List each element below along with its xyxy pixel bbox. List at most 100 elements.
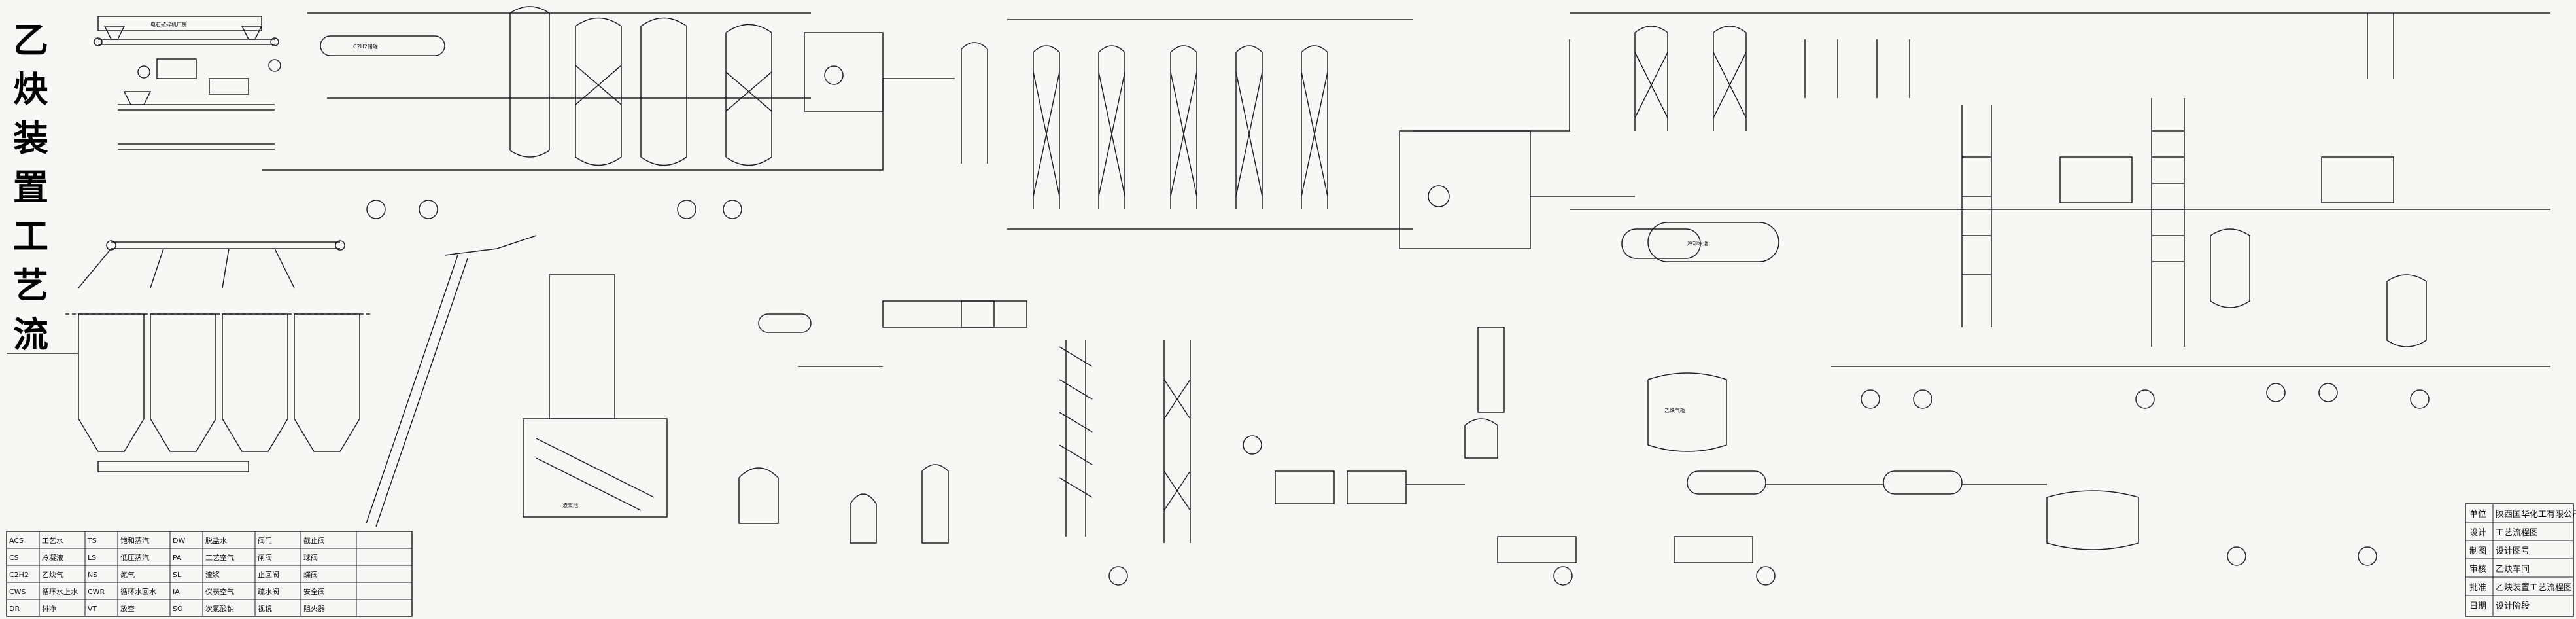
legend-cell: 乙炔气 xyxy=(42,570,63,579)
horizontal-tank xyxy=(1687,470,1766,495)
title-char-6: 艺 xyxy=(13,264,48,306)
inclined-conveyor xyxy=(444,235,537,256)
storage-tank xyxy=(2386,274,2427,347)
gas-holder-label: 乙炔气柜 xyxy=(1664,407,1685,414)
reactor-column-1 xyxy=(1634,33,1668,131)
compressor-skid xyxy=(1399,130,1531,249)
pump xyxy=(2318,383,2338,402)
title-block-value: 设计图号 xyxy=(2496,546,2530,556)
pump xyxy=(723,200,742,219)
legend-cell: 闸阀 xyxy=(258,553,272,562)
hopper-2 xyxy=(241,26,263,40)
cooler-box xyxy=(804,32,884,112)
tray-marks xyxy=(2152,130,2184,262)
reactor-column-2 xyxy=(1713,33,1747,131)
legend-cell: 渣浆 xyxy=(205,570,220,579)
legend-cell: 疏水阀 xyxy=(258,587,279,596)
legend-cell: CS xyxy=(9,554,19,562)
tank xyxy=(921,464,949,544)
diagram-title: 乙 炔 装 置 工 艺 流 xyxy=(13,19,48,355)
pump xyxy=(1913,389,1932,409)
silo-1 xyxy=(78,313,145,452)
tall-column-2 xyxy=(2151,98,2185,347)
wash-column xyxy=(1163,340,1191,543)
pipe xyxy=(811,78,955,171)
legend-cell: LS xyxy=(88,554,96,562)
tray-marks xyxy=(1962,156,1991,275)
column xyxy=(1804,39,1838,98)
legend-cell: 工艺空气 xyxy=(205,553,234,562)
legend-cell: 饱和蒸汽 xyxy=(120,536,149,545)
absorber-headers xyxy=(1007,19,1413,230)
generator-zone: C2H2储罐 渣浆池 xyxy=(262,6,812,524)
vessel-head xyxy=(509,6,550,158)
feeder-box xyxy=(156,58,197,79)
hopper-3 xyxy=(123,91,152,105)
legend-cell: 球阀 xyxy=(303,553,318,562)
packing-marks xyxy=(575,65,772,112)
title-block-value: 乙炔装置工艺流程图 xyxy=(2496,583,2572,593)
tray-marks xyxy=(1059,346,1093,498)
compression-zone: 乙炔气柜 xyxy=(1399,130,1963,586)
carbide-silo-row xyxy=(65,248,373,472)
crusher-building-box xyxy=(97,16,262,31)
belt-conveyor-2 xyxy=(118,104,275,111)
compressor xyxy=(1428,185,1450,207)
knockout-drum xyxy=(1464,418,1498,459)
silo-4 xyxy=(294,313,360,452)
legend-table: ACS 工艺水 TS 饱和蒸汽 DW 脱盐水 阀门 截止阀 CS 冷凝液 LS … xyxy=(6,531,413,617)
distillation-zone: 冷却水池 xyxy=(1570,12,2550,566)
cooler-column xyxy=(640,26,687,157)
pump xyxy=(2227,546,2246,566)
title-block-value: 陕西国华化工有限公司 xyxy=(2496,510,2576,520)
silo-2 xyxy=(150,313,216,452)
conveyor-pulley xyxy=(335,240,345,251)
gas-holder-tank xyxy=(1647,372,1727,452)
legend-cell: 截止阀 xyxy=(303,536,325,545)
bed-cross-marks xyxy=(1033,71,1328,197)
legend-cell: C2H2 xyxy=(9,571,29,579)
legend-cell: TS xyxy=(87,537,97,545)
title-block-value: 设计阶段 xyxy=(2496,601,2530,611)
hopper-1 xyxy=(103,26,126,40)
legend-cell: SL xyxy=(173,571,182,579)
legend-cell: VT xyxy=(88,605,97,613)
conveyor-pulley xyxy=(106,240,116,251)
legend-cell: PA xyxy=(173,554,182,562)
title-block: 单位 陕西国华化工有限公司 设计 工艺流程图 制图 设计图号 审核 乙炔车间 批… xyxy=(2465,503,2576,617)
title-block-value: 乙炔车间 xyxy=(2496,564,2530,575)
legend-cell: IA xyxy=(173,588,180,596)
legend-cell: 视镜 xyxy=(258,604,272,613)
exchanger-box xyxy=(1497,536,1577,563)
belt-conveyor-1 xyxy=(98,39,275,45)
separator xyxy=(1477,327,1505,413)
dryer-column xyxy=(961,49,988,164)
instrument-bubble xyxy=(137,65,150,79)
legend-cell: 脱盐水 xyxy=(205,536,227,545)
distribution-conveyor xyxy=(111,241,340,249)
vessel-heads xyxy=(1033,45,1328,53)
silo-3 xyxy=(222,313,288,452)
legend-cell: DW xyxy=(173,537,185,545)
generator-column-1 xyxy=(509,13,550,150)
absorber-1 xyxy=(1033,52,1060,209)
heat-exchanger xyxy=(882,300,995,328)
condenser-box xyxy=(2059,156,2133,203)
packing-marks xyxy=(1163,379,1191,511)
pump xyxy=(1553,566,1573,586)
legend-grid xyxy=(7,531,412,616)
title-block-label: 设计 xyxy=(2469,528,2486,538)
instrument-bubble xyxy=(268,59,281,72)
legend-cell: ACS xyxy=(9,537,24,545)
pump xyxy=(366,200,386,219)
generator-reactor xyxy=(549,274,615,419)
title-block-label: 审核 xyxy=(2469,565,2486,575)
purification-zone xyxy=(804,19,1413,586)
carbide-handling-zone: 电石破碎机厂房 xyxy=(7,16,537,527)
slag-tank-label: 渣浆池 xyxy=(562,502,578,508)
column xyxy=(1876,39,1910,98)
screw-conveyor xyxy=(97,461,249,472)
inclined-conveyor-long xyxy=(366,255,468,527)
legend-cell: 止回阀 xyxy=(258,570,279,579)
slag-tank xyxy=(523,418,668,518)
